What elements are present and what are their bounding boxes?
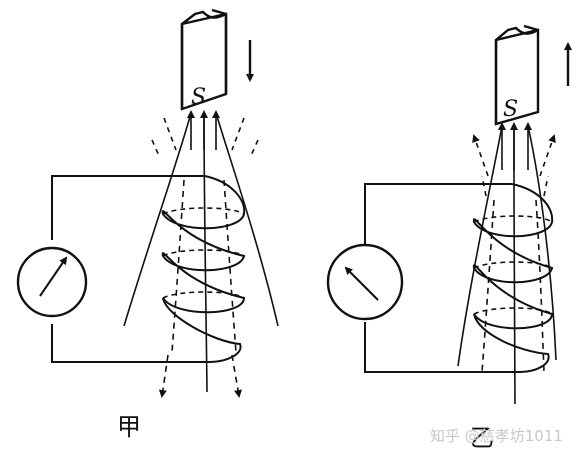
- circuit-wire-left: [51, 175, 210, 363]
- panel-label-left: 甲: [117, 413, 141, 441]
- coil-front-left: [161, 175, 246, 363]
- watermark: 知乎 @慈孝坊1011: [430, 427, 563, 445]
- magnet-right: [494, 24, 540, 126]
- field-arrows-right: [498, 122, 532, 170]
- magnet-pole-right: S: [503, 97, 518, 122]
- magnet-left: [180, 8, 228, 111]
- panel-left: [16, 8, 279, 398]
- circuit-wire-right: [364, 183, 520, 373]
- galvanometer-left: [16, 246, 88, 318]
- field-arrows-left: [187, 110, 220, 150]
- field-lines-left: [123, 112, 279, 398]
- coil-front-right: [472, 183, 554, 373]
- panel-right: [326, 24, 557, 405]
- magnet-pole-left: S: [191, 85, 206, 110]
- panel-label-right: 乙: [470, 424, 494, 452]
- galvanometer-right: [326, 243, 404, 321]
